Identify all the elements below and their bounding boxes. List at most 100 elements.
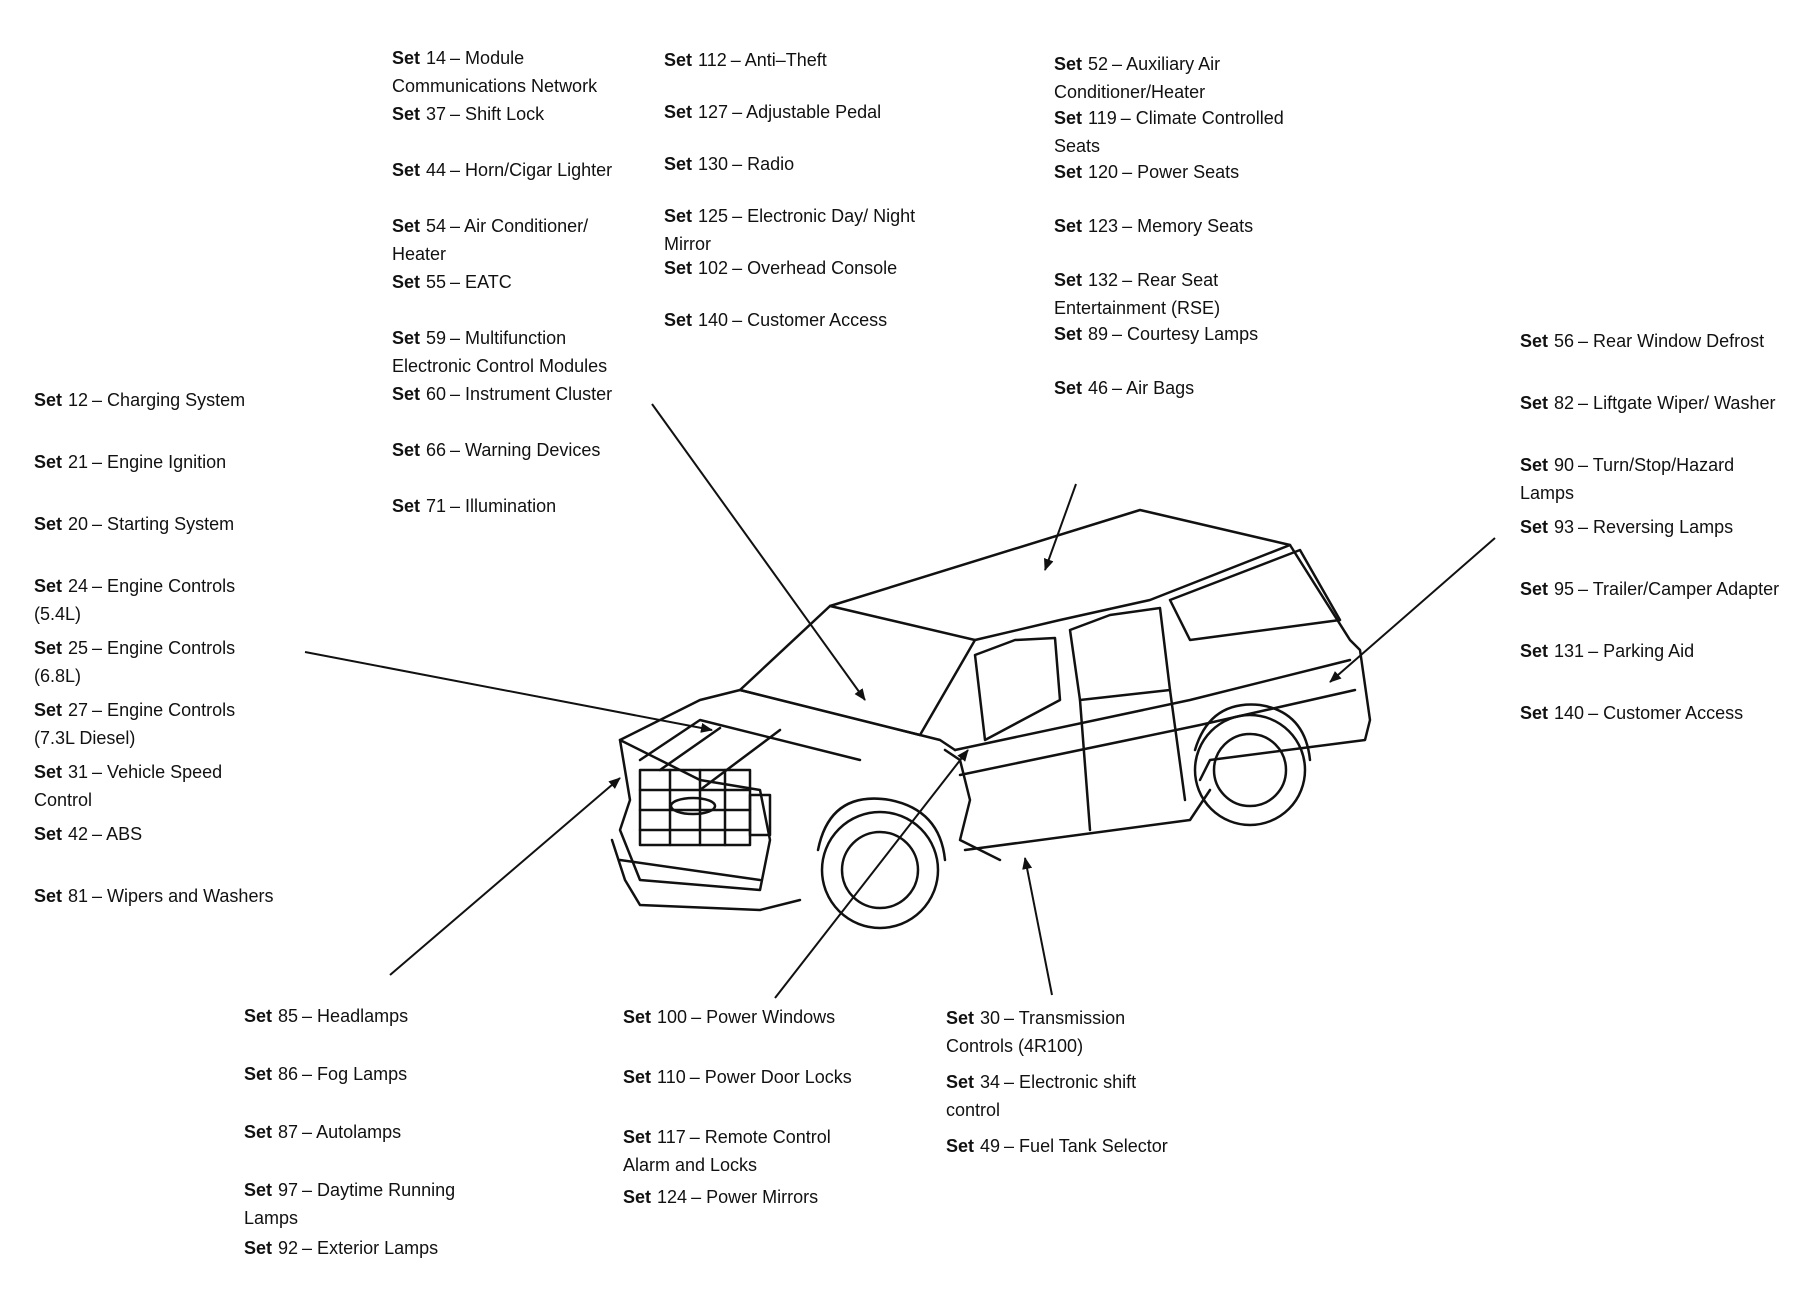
set-label: – Engine Controls (5.4L) (34, 576, 236, 624)
set-number: 127 (698, 102, 729, 122)
set-prefix: Set (1520, 703, 1549, 723)
vehicle-rear-wheel (1193, 713, 1307, 827)
set-number: 24 (68, 576, 89, 596)
set-label: – Turn/Stop/Hazard Lamps (1520, 455, 1735, 503)
set-number: 140 (1554, 703, 1585, 723)
set-prefix: Set (392, 216, 421, 236)
set-label: – Engine Controls (6.8L) (34, 638, 236, 686)
set-number: 95 (1554, 579, 1575, 599)
set-label: – Autolamps (302, 1122, 402, 1142)
set-number: 82 (1554, 393, 1575, 413)
set-label: – Daytime Running Lamps (244, 1180, 456, 1228)
set-number: 12 (68, 390, 89, 410)
set-label: – Rear Window Defrost (1578, 331, 1765, 351)
set-prefix: Set (244, 1238, 273, 1258)
arrow-top-left (651, 403, 866, 701)
set-label: – Multifunction Electronic Control Modul… (392, 328, 608, 376)
set-prefix: Set (392, 104, 421, 124)
set-label: – Engine Controls (7.3L Diesel) (34, 700, 236, 748)
set-number: 112 (698, 50, 727, 70)
set-prefix: Set (34, 762, 63, 782)
set-prefix: Set (946, 1136, 975, 1156)
set-label: – Power Seats (1122, 162, 1240, 182)
set-prefix: Set (1054, 378, 1083, 398)
set-number: 42 (68, 824, 89, 844)
leader-arrows (304, 403, 1496, 999)
set-prefix: Set (664, 102, 693, 122)
set-prefix: Set (1054, 162, 1083, 182)
set-label: – Shift Lock (450, 104, 545, 124)
vehicle-side-window-front (973, 636, 1062, 742)
set-number: 71 (426, 496, 447, 516)
set-label: – Air Conditioner/ Heater (392, 216, 589, 264)
set-label: – Fuel Tank Selector (1004, 1136, 1168, 1156)
set-number: 131 (1554, 641, 1585, 661)
set-prefix: Set (946, 1072, 975, 1092)
set-label: – Module Communications Network (392, 48, 598, 96)
set-number: 44 (426, 160, 447, 180)
set-number: 46 (1088, 378, 1109, 398)
set-label: – Customer Access (732, 310, 888, 330)
vehicle-front (618, 738, 772, 892)
set-prefix: Set (946, 1008, 975, 1028)
set-prefix: Set (664, 50, 693, 70)
set-number: 125 (698, 206, 729, 226)
set-label: – Engine Ignition (92, 452, 227, 472)
set-label: – Liftgate Wiper/ Washer (1578, 393, 1776, 413)
set-number: 124 (657, 1187, 688, 1207)
set-label: – Rear Seat Entertainment (RSE) (1054, 270, 1221, 318)
set-label: – Reversing Lamps (1578, 517, 1734, 537)
set-number: 27 (68, 700, 89, 720)
set-number: 20 (68, 514, 89, 534)
set-number: 123 (1088, 216, 1119, 236)
vehicle-headlamp (748, 793, 772, 837)
set-number: 34 (980, 1072, 1001, 1092)
vehicle-front-wheel (820, 810, 940, 930)
set-prefix: Set (244, 1122, 273, 1142)
set-prefix: Set (623, 1007, 652, 1027)
set-label: – Fog Lamps (302, 1064, 408, 1084)
set-label: – Courtesy Lamps (1112, 324, 1259, 344)
vehicle-bumper (610, 838, 802, 912)
set-prefix: Set (1520, 331, 1549, 351)
set-prefix: Set (244, 1064, 273, 1084)
set-number: 85 (278, 1006, 299, 1026)
set-label: – Adjustable Pedal (732, 102, 882, 122)
set-prefix: Set (34, 514, 63, 534)
set-label: – Vehicle Speed Control (34, 762, 223, 810)
set-number: 14 (426, 48, 447, 68)
arrow-top-right (1044, 483, 1077, 571)
set-number: 140 (698, 310, 729, 330)
set-prefix: Set (244, 1006, 273, 1026)
set-prefix: Set (244, 1180, 273, 1200)
set-number: 119 (1088, 108, 1117, 128)
set-prefix: Set (34, 638, 63, 658)
set-prefix: Set (664, 154, 693, 174)
